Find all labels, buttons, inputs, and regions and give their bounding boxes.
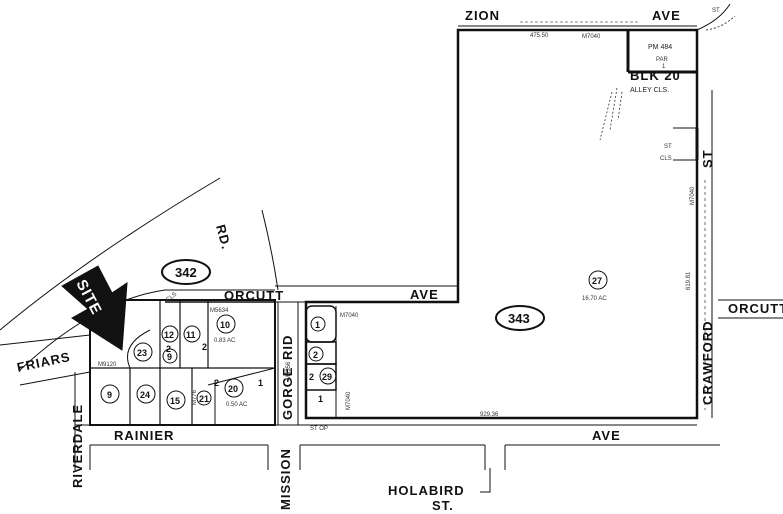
street-orcutt-right: ORCUTT (728, 301, 783, 316)
annot-acres-20: 0.50 AC (226, 402, 248, 408)
parcel-1b: 1 (315, 320, 320, 330)
annot-st-op: ST OP (310, 426, 328, 432)
street-crawford: CRAWFORD (700, 320, 715, 405)
annot-m7040-low: M7040 (346, 391, 352, 410)
book-342-ellipse (161, 259, 211, 285)
annot-m5634: M5634 (210, 308, 229, 314)
annot-m9120: M9120 (98, 362, 117, 368)
annot-dist-bottom: 929.36 (480, 412, 499, 418)
annot-m7040-mid: M7040 (340, 313, 359, 319)
annot-acres-10: 0.83 AC (214, 338, 236, 344)
book-343-label: 343 (508, 311, 530, 326)
street-ave-mid: AVE (410, 287, 439, 302)
mid-small-parcels (305, 305, 337, 419)
street-rid: RID (280, 335, 295, 360)
parcel-number-circles (100, 270, 608, 410)
parcel-15: 15 (170, 396, 180, 406)
orcutt-ave-mid-lines (165, 285, 458, 303)
book-342-label: 342 (175, 265, 197, 280)
street-rd: RD. (213, 223, 234, 251)
parcel-9a: 9 (167, 352, 172, 362)
parcel-1a: 1 (258, 378, 263, 388)
street-st-right: ST (700, 149, 715, 168)
annot-dist-right: 619.81 (686, 271, 692, 290)
parcel-2d: 2 (309, 372, 314, 382)
parcel-10: 10 (220, 320, 230, 330)
parcel-1c: 1 (318, 394, 323, 404)
street-zion: ZION (465, 8, 500, 23)
parcel-24: 24 (140, 390, 150, 400)
annot-alley: ALLEY CLS. (630, 87, 669, 94)
parcel-20: 20 (228, 384, 238, 394)
annot-m5356: M5356 (286, 361, 292, 380)
parcel-2b: 2 (214, 378, 219, 388)
parcel-9: 9 (107, 390, 112, 400)
street-holabird: HOLABIRD (388, 483, 465, 498)
annot-par: PAR (656, 57, 669, 63)
site-arrow: SITE (61, 265, 128, 351)
annot-st-cls: ST (664, 144, 672, 150)
parcel-21: 21 (199, 394, 209, 404)
mission-gorge-rd-lines (277, 302, 299, 425)
annot-dist-top: 475.50 (530, 33, 549, 39)
street-rainier: RAINIER (114, 428, 174, 443)
rd-curved-street (0, 177, 279, 371)
parcel-11: 11 (186, 330, 196, 340)
street-zion-ave: AVE (652, 8, 681, 23)
parcel-2c: 2 (313, 350, 318, 360)
annot-cls: CLS (660, 156, 672, 162)
parcel-23: 23 (137, 348, 147, 358)
street-ave-bottom: AVE (592, 428, 621, 443)
parcel-2a: 2 (202, 342, 207, 352)
street-riverdale: RIVERDALE (70, 404, 85, 488)
corner-block-20 (599, 3, 736, 161)
street-mission: MISSION (278, 448, 293, 510)
book-343-ellipse (495, 305, 545, 331)
street-friars: FRIARS (16, 349, 72, 375)
crawford-st-lines (704, 90, 783, 418)
annot-m776: M776 (192, 389, 198, 405)
annot-m7040-right: M7040 (690, 186, 696, 205)
annot-m7040-top: M7040 (582, 34, 601, 40)
parcel-12: 12 (164, 330, 174, 340)
zion-ave-street-lines (458, 21, 697, 27)
annot-pm: PM 484 (648, 44, 672, 51)
parcel-27: 27 (592, 276, 602, 286)
block-342-parcels (89, 299, 276, 426)
friars-rd-lines (0, 334, 91, 386)
street-orcutt-mid: ORCUTT (224, 288, 284, 303)
annot-one: 1 (662, 64, 666, 70)
parcel-2e: 2 (166, 344, 171, 354)
parcel-29: 29 (322, 372, 332, 382)
annot-acres-main: 16.70 AC (582, 296, 607, 302)
street-holabird-st: ST. (432, 498, 454, 513)
annot-blk: BLK 20 (630, 68, 681, 83)
street-gorge: GORGE (280, 367, 295, 420)
street-corner-st: ST (712, 8, 720, 14)
